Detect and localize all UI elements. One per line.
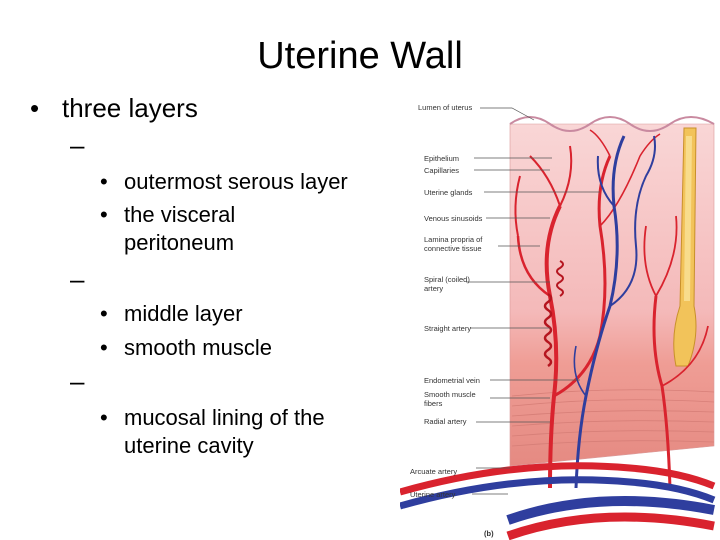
sub-bullet-dot: •	[100, 301, 108, 326]
layer-1-point-2: • the visceral peritoneum	[100, 201, 400, 257]
layer-2-point-1: • middle layer	[100, 300, 400, 328]
layer-2-point-2: • smooth muscle	[100, 334, 400, 362]
radial-artery	[544, 205, 562, 489]
layer-dash-3: –	[70, 366, 85, 396]
leader-lines	[466, 107, 600, 495]
bullet-text: three layers	[62, 93, 198, 123]
arcuate-vein	[400, 476, 716, 510]
layer-dash-1: –	[70, 130, 85, 160]
uterine-artery	[506, 496, 715, 525]
sub-bullet-dot: •	[100, 202, 108, 227]
bullet-dot: •	[30, 93, 40, 123]
muscle-striations	[511, 389, 715, 447]
sub-bullet-dot: •	[100, 169, 108, 194]
slide-title: Uterine Wall	[257, 35, 463, 77]
layer-dash-2: –	[70, 264, 85, 294]
layer-1-point-1-text: outermost serous layer	[124, 169, 348, 194]
slide-content: • three layers – • outermost serous laye…	[30, 93, 400, 460]
spiral-artery	[543, 292, 553, 368]
sub-bullet-dot: •	[100, 405, 108, 430]
layer-1-point-1: • outermost serous layer	[100, 168, 400, 196]
layer-3-point-1: • mucosal lining of the uterine cavity	[100, 404, 400, 460]
uterine-wall-drawing	[400, 107, 716, 540]
epithelium-edge	[509, 116, 715, 132]
uterine-wall-illustration: Lumen of uterus Epithelium Capillaries U…	[400, 96, 720, 540]
arcuate-artery	[400, 462, 716, 496]
sub-bullet-dot: •	[100, 335, 108, 360]
layer-2-point-2-text: smooth muscle	[124, 335, 272, 360]
layer-3-point-1-text: mucosal lining of the uterine cavity	[124, 405, 325, 458]
layer-1-point-2-text: the visceral peritoneum	[124, 202, 236, 255]
layer-2-point-1-text: middle layer	[124, 301, 243, 326]
